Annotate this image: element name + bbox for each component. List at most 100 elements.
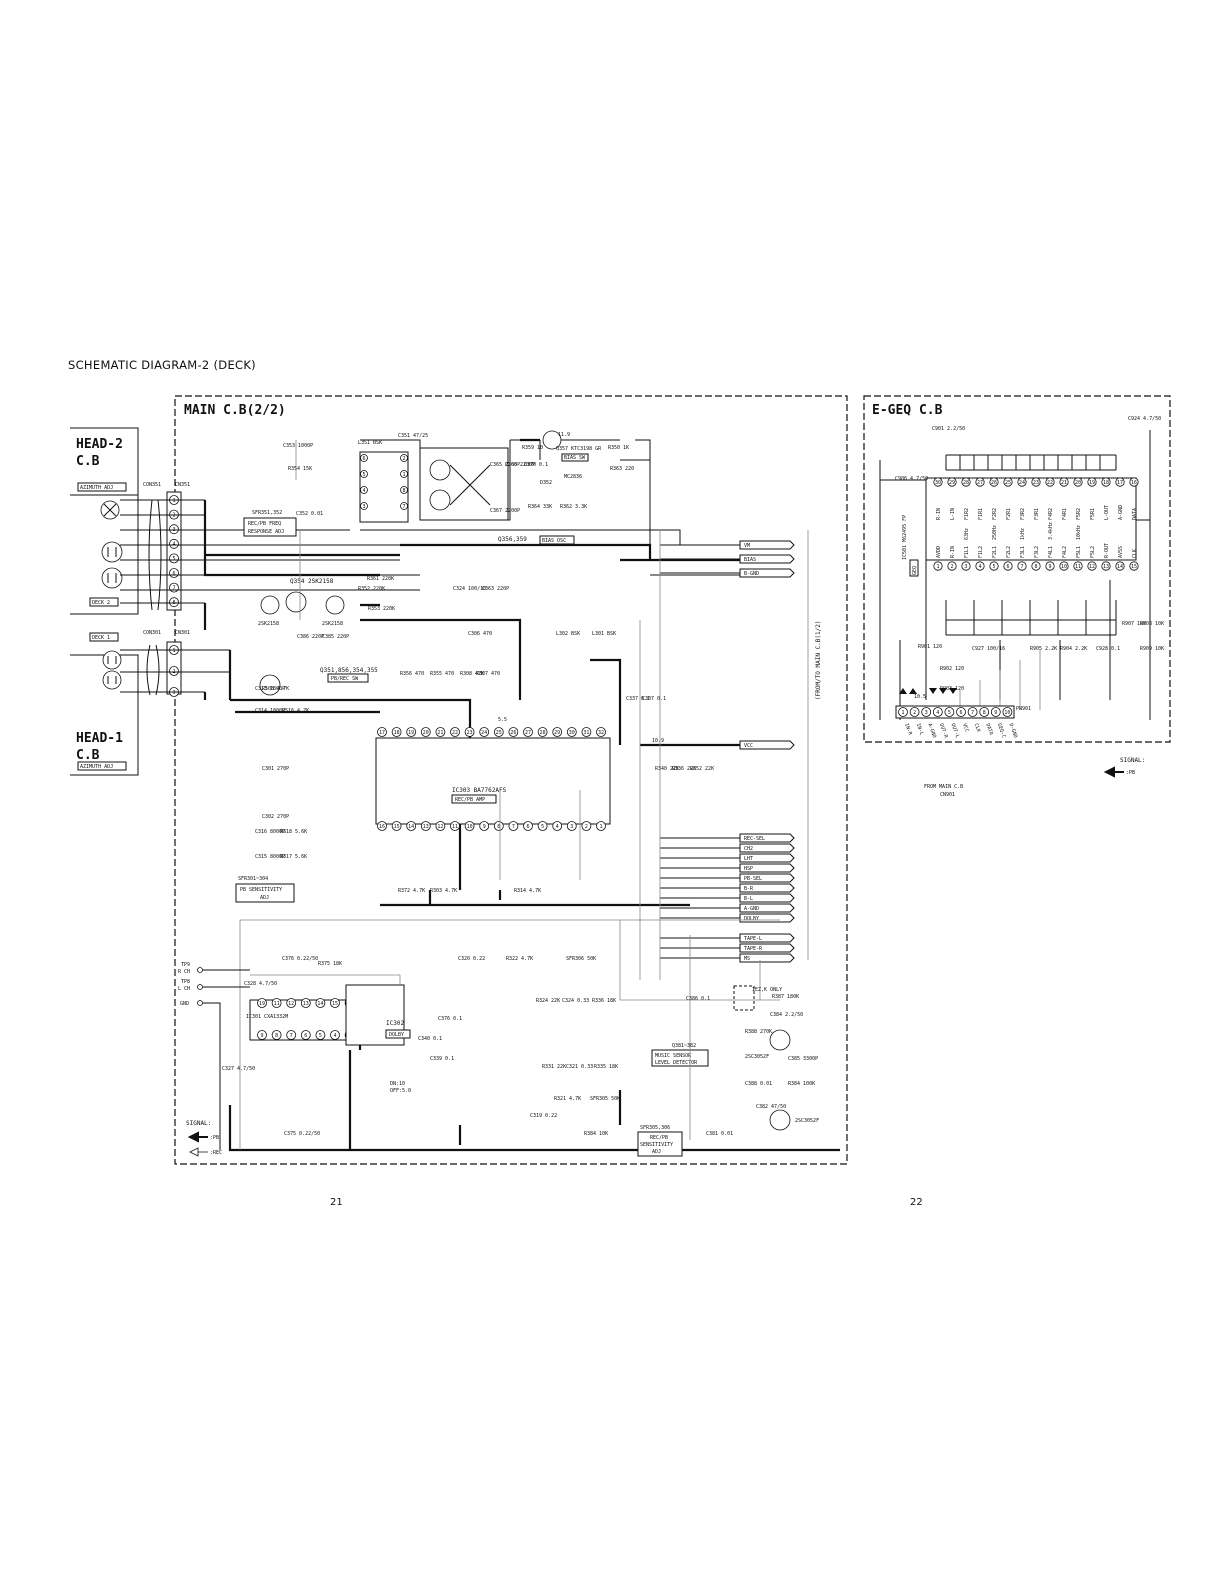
- ic501-body: [925, 477, 1137, 561]
- ic301-top-pin-number: 14: [317, 1001, 323, 1007]
- ic303-top-pin-number: 17: [379, 730, 385, 736]
- pb-sens-adj-label: ADJ: [260, 895, 269, 901]
- component-label: R307 470: [476, 671, 500, 677]
- head2-board-outline: [70, 427, 139, 615]
- component-label: R324 22K: [536, 998, 560, 1004]
- dolby-off-label: OFF:5.0: [390, 1088, 411, 1094]
- signal-bus-tag: [739, 740, 795, 750]
- cn351-pin-number: 6: [172, 571, 175, 577]
- gnd-label: GND: [180, 1001, 189, 1007]
- ic303-bottom-pin: [537, 821, 548, 831]
- egeq-bottom-pin-number: 2: [950, 564, 953, 570]
- pn901-pin: [1002, 707, 1013, 717]
- ic303-bottom-pin: [566, 821, 577, 831]
- component-label: C375 0.22/50: [284, 1131, 320, 1137]
- pn901-pin-number: 2: [913, 710, 916, 716]
- ic301-bottom-pin-number: 6: [304, 1033, 307, 1039]
- legend-rec-arrow: [189, 1147, 208, 1157]
- con301-label: CON301: [143, 630, 161, 636]
- component-label: R303 4.7K: [430, 888, 457, 894]
- ic501-bottom-label: F5L2: [1090, 546, 1096, 558]
- transformer-pin-number: 4: [362, 488, 365, 494]
- signal-bus-tag: [739, 943, 795, 953]
- egeq-top-pin-number: 28: [963, 480, 969, 486]
- component-label: C313 1800P: [255, 686, 285, 692]
- egeq-top-pin-number: 30: [935, 480, 941, 486]
- ic303-top-pin: [537, 727, 548, 737]
- ic303-bottom-pin-number: 15: [394, 824, 400, 830]
- component-label: C339 0.1: [430, 1056, 454, 1062]
- transformer-pin: [360, 486, 368, 494]
- component-label: C388 0.01: [745, 1081, 772, 1087]
- ic303-top-pin-number: 28: [540, 730, 546, 736]
- ic301-top-pin-number: 11: [274, 1001, 280, 1007]
- component-label: C327 4.7/50: [222, 1066, 255, 1072]
- ic303-top-pin-number: 26: [510, 730, 516, 736]
- transformer-pin-number: 8: [402, 488, 405, 494]
- egeq-bottom-pin: [933, 561, 943, 571]
- egeq-bottom-pin-number: 1: [936, 564, 939, 570]
- signal-bus-label: B-R: [744, 886, 754, 892]
- ic501-top-label: A-GND: [1118, 505, 1124, 520]
- egeq-bottom-pin: [947, 561, 957, 571]
- egeq-bottom-pin: [1045, 561, 1055, 571]
- main-board-outline: [174, 395, 848, 1165]
- component-label: R384 100K: [788, 1081, 815, 1087]
- sfr305-label: SFR305,306: [640, 1125, 670, 1131]
- ic303-top-pin-number: 27: [525, 730, 531, 736]
- pn901-pin: [932, 707, 943, 717]
- ic303-top-pin: [552, 727, 563, 737]
- legend-egeq-arrow: [1103, 766, 1124, 778]
- egeq-arrows: [899, 688, 957, 694]
- pn901-pin: [967, 707, 978, 717]
- ic301-name: IC301 CXA1332M: [246, 1014, 288, 1020]
- egeq-top-pin-number: 26: [991, 480, 997, 486]
- ic303-bottom-pin-number: 16: [379, 824, 385, 830]
- pn901-pin-label: CLK: [973, 723, 982, 734]
- q382-transistor: [769, 1029, 791, 1051]
- ic501-bottom-label: F1L2: [978, 546, 984, 558]
- component-label: C384 2.2/50: [770, 1012, 803, 1018]
- component-label: R331 22K: [542, 1064, 566, 1070]
- component-label: C351 47/25: [398, 433, 428, 439]
- rch-label: R CH: [178, 969, 190, 975]
- component-label: L301 BSK: [592, 631, 616, 637]
- response-adj-label: RESPONSE ADJ: [248, 529, 284, 535]
- component-label: C386 220P: [297, 634, 324, 640]
- iez-box: [733, 985, 755, 1011]
- egeq-top-pin-number: 23: [1033, 480, 1039, 486]
- tp8-point: [197, 984, 203, 990]
- ic303-func: REC/PB AMP: [455, 797, 485, 803]
- pn901-pin-label: GEQ-C: [996, 723, 1007, 739]
- ic501-bottom-label: F1L1: [964, 546, 970, 558]
- signal-bus-label: PB-SEL: [744, 876, 762, 882]
- signal-bus-tag: [739, 843, 795, 853]
- ic303-bottom-pin: [391, 821, 402, 831]
- ic303-bottom-pin: [450, 821, 460, 831]
- ic303-bottom-pin-number: 8: [497, 824, 500, 830]
- q353-label: 2SK2158: [322, 621, 343, 627]
- ic303-bottom-pin-number: 6: [526, 824, 529, 830]
- ic501-top-label: F1R1: [978, 508, 984, 520]
- ic301-bottom-pin-number: 4: [333, 1033, 336, 1039]
- from-to-label: (FROM/TO MAIN C.B(1/2): [815, 621, 822, 700]
- main-board-label: MAIN C.B(2/2): [184, 403, 286, 418]
- component-label: R388 270K: [745, 1029, 772, 1035]
- ic302-func: DOLBY: [389, 1032, 404, 1038]
- voltage-105: 10.5: [914, 694, 926, 700]
- q356-transistor: [429, 459, 451, 481]
- transformer-pin: [400, 486, 408, 494]
- gray-wires: [239, 440, 780, 1150]
- ic303-bottom-pin-number: 7: [512, 824, 515, 830]
- ic303-bottom-pin: [523, 821, 533, 831]
- egeq-top-pin: [1059, 477, 1069, 487]
- egeq-top-pin-number: 21: [1061, 480, 1067, 486]
- ic303-bottom-pin-number: 5: [541, 824, 544, 830]
- ic303-top-pin-number: 32: [598, 730, 604, 736]
- component-label: D352: [540, 480, 552, 486]
- cn351-pin: [169, 553, 179, 564]
- ic303-top-pin-number: 24: [481, 730, 487, 736]
- cn301-label: CN301: [175, 630, 190, 636]
- component-label: C924 4.7/50: [1128, 416, 1161, 422]
- music-sensor-box: [651, 1049, 709, 1067]
